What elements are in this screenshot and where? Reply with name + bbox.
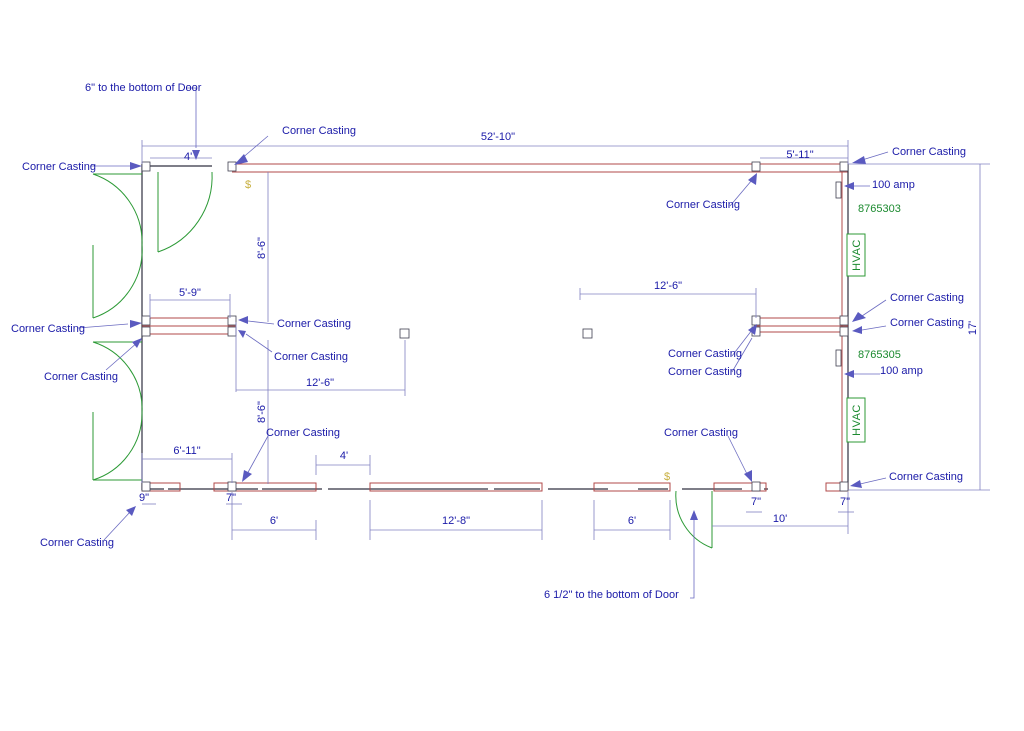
dim-right-partition: 12'-6" xyxy=(654,280,682,292)
dim-left-room-depth: 12'-6" xyxy=(306,377,334,389)
dim-overall-width: 17' xyxy=(967,321,979,335)
dim-overall-length: 52'-10" xyxy=(481,131,515,143)
label-corner-casting-10: Corner Casting xyxy=(890,317,964,329)
label-corner-casting-4: Corner Casting xyxy=(892,146,966,158)
note-door-top: 6" to the bottom of Door xyxy=(85,82,202,94)
label-meter-1: 8765303 xyxy=(858,203,901,215)
dim-upper-vertical: 8'-6" xyxy=(256,237,268,259)
dim-top-door-offset: 4' xyxy=(184,151,192,163)
label-corner-casting-1: Corner Casting xyxy=(22,161,96,173)
dim-bottom-window-gap: 4' xyxy=(340,450,348,462)
leaders xyxy=(77,87,889,599)
label-corner-casting-15: Corner Casting xyxy=(889,471,963,483)
dim-bottom-7c: 7" xyxy=(840,496,850,508)
dim-lower-vertical: 8'-6" xyxy=(256,401,268,423)
dim-bottom-left-room: 6'-11" xyxy=(173,445,200,457)
dim-bottom-7b: 7" xyxy=(751,496,761,508)
hvac-label-1: HVAC xyxy=(851,239,863,271)
label-corner-casting-7: Corner Casting xyxy=(277,318,351,330)
label-corner-casting-16: Corner Casting xyxy=(40,537,114,549)
dim-left-partition: 5'-9" xyxy=(179,287,201,299)
dim-bottom-7a: 7" xyxy=(226,492,236,504)
label-corner-casting-14: Corner Casting xyxy=(664,427,738,439)
label-corner-casting-12: Corner Casting xyxy=(668,366,742,378)
hvac-label-2: HVAC xyxy=(851,404,863,436)
dim-bottom-9: 9" xyxy=(139,492,149,504)
switch-symbol-1: $ xyxy=(245,179,251,191)
label-amp-1: 100 amp xyxy=(872,179,915,191)
dim-bottom-10: 10' xyxy=(773,513,787,525)
labels: 6" to the bottom of Door 6 1/2" to the b… xyxy=(11,82,979,601)
label-corner-casting-13: Corner Casting xyxy=(266,427,340,439)
dimension-lines xyxy=(141,140,990,540)
switch-symbol-2: $ xyxy=(664,471,670,483)
dim-bottom-6b: 6' xyxy=(628,515,636,527)
hvac-unit-2 xyxy=(846,397,866,443)
label-corner-casting-8: Corner Casting xyxy=(274,351,348,363)
exterior-walls xyxy=(141,163,849,492)
label-corner-casting-9: Corner Casting xyxy=(890,292,964,304)
door-swings xyxy=(92,171,713,549)
dim-bottom-12-8: 12'-8" xyxy=(442,515,470,527)
note-door-bottom: 6 1/2" to the bottom of Door xyxy=(544,589,679,601)
label-amp-2: 100 amp xyxy=(880,365,923,377)
hvac-unit-1 xyxy=(846,233,866,277)
dim-bottom-6a: 6' xyxy=(270,515,278,527)
label-corner-casting-2: Corner Casting xyxy=(282,125,356,137)
label-corner-casting-6: Corner Casting xyxy=(44,371,118,383)
label-corner-casting-5: Corner Casting xyxy=(11,323,85,335)
hvac-units: HVAC HVAC xyxy=(846,233,866,443)
corner-casting-boxes xyxy=(141,161,849,492)
label-corner-casting-11: Corner Casting xyxy=(668,348,742,360)
interior-partitions xyxy=(142,317,848,335)
label-corner-casting-3: Corner Casting xyxy=(666,199,740,211)
dim-top-right: 5'-11" xyxy=(786,149,813,161)
label-meter-2: 8765305 xyxy=(858,349,901,361)
